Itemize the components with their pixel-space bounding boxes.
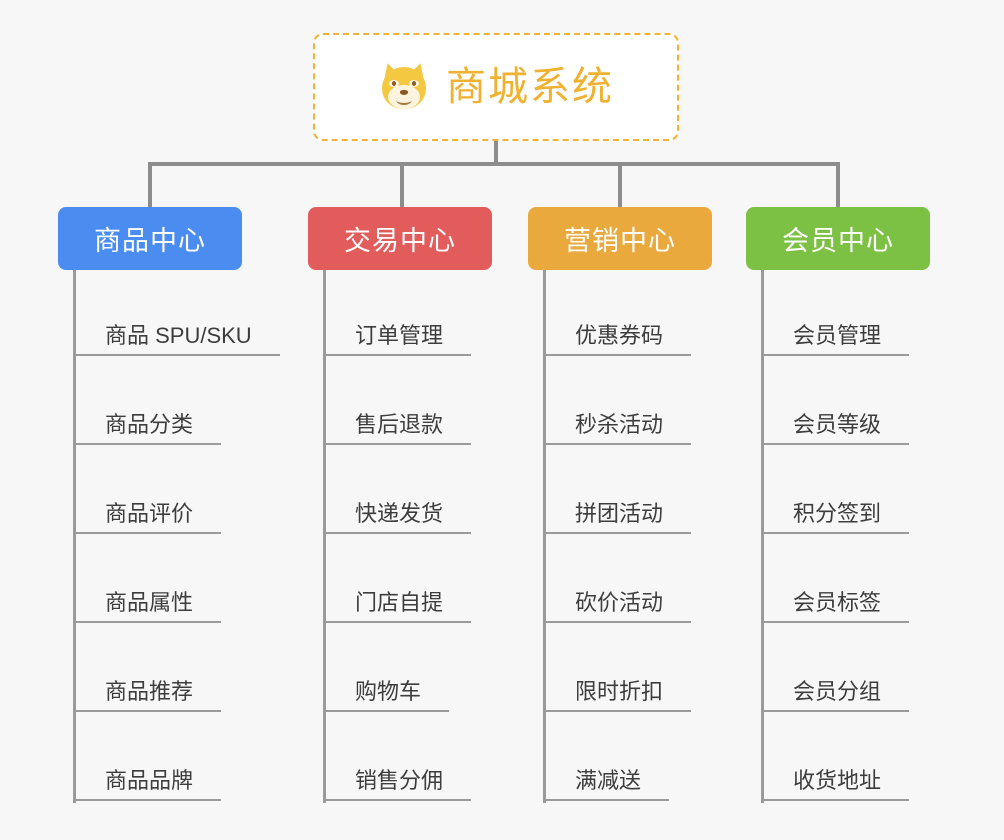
category-item-list: 订单管理售后退款快递发货门店自提购物车销售分佣 <box>308 270 492 804</box>
category-item-label: 商品属性 <box>73 585 222 623</box>
connector-horizontal-bus <box>150 162 840 166</box>
shiba-dog-icon <box>378 60 430 113</box>
branch-trunk-line <box>543 270 546 803</box>
category-item[interactable]: 秒杀活动 <box>528 359 712 448</box>
category-item[interactable]: 订单管理 <box>308 270 492 359</box>
category-item-label: 会员标签 <box>761 585 910 623</box>
category-item-label: 砍价活动 <box>543 585 692 623</box>
category-header-label: 会员中心 <box>782 226 894 256</box>
category-item-label: 商品 SPU/SKU <box>73 318 280 356</box>
category-column: 商品中心商品 SPU/SKU 商品分类商品评价商品属性商品推荐商品品牌 <box>58 207 280 804</box>
category-item[interactable]: 会员分组 <box>746 626 930 715</box>
category-item[interactable]: 商品推荐 <box>58 626 242 715</box>
category-item[interactable]: 售后退款 <box>308 359 492 448</box>
connector-drop-4 <box>836 162 840 209</box>
category-item-label: 积分签到 <box>761 496 910 534</box>
category-item-list: 会员管理会员等级积分签到会员标签会员分组收货地址 <box>746 270 930 804</box>
category-item[interactable]: 商品评价 <box>58 448 242 537</box>
connector-drop-2 <box>400 162 404 209</box>
category-item[interactable]: 优惠券码 <box>528 270 712 359</box>
category-column: 交易中心订单管理售后退款快递发货门店自提购物车销售分佣 <box>308 207 492 804</box>
category-item[interactable]: 会员等级 <box>746 359 930 448</box>
category-header-label: 商品中心 <box>94 226 206 256</box>
category-item-label: 收货地址 <box>761 763 910 801</box>
category-item[interactable]: 积分签到 <box>746 448 930 537</box>
category-header[interactable]: 商品中心 <box>58 207 242 270</box>
category-item-label: 秒杀活动 <box>543 407 692 445</box>
category-item-label: 售后退款 <box>323 407 472 445</box>
category-item[interactable]: 快递发货 <box>308 448 492 537</box>
category-item[interactable]: 购物车 <box>308 626 492 715</box>
connector-drop-1 <box>148 162 152 209</box>
category-item[interactable]: 商品分类 <box>58 359 242 448</box>
category-item[interactable]: 收货地址 <box>746 715 930 804</box>
category-item[interactable]: 会员标签 <box>746 537 930 626</box>
category-item-label: 门店自提 <box>323 585 472 623</box>
category-item-label: 满减送 <box>543 763 670 801</box>
category-item-label: 商品推荐 <box>73 674 222 712</box>
category-item[interactable]: 满减送 <box>528 715 712 804</box>
category-item-label: 拼团活动 <box>543 496 692 534</box>
category-item-label: 商品品牌 <box>73 763 222 801</box>
category-item-label: 销售分佣 <box>323 763 472 801</box>
category-item-label: 商品分类 <box>73 407 222 445</box>
category-header-label: 营销中心 <box>564 226 676 256</box>
category-item[interactable]: 门店自提 <box>308 537 492 626</box>
category-item-label: 会员分组 <box>761 674 910 712</box>
category-item-label: 商品评价 <box>73 496 222 534</box>
category-item-label: 订单管理 <box>323 318 472 356</box>
category-column: 会员中心会员管理会员等级积分签到会员标签会员分组收货地址 <box>746 207 930 804</box>
category-column: 营销中心优惠券码秒杀活动拼团活动砍价活动限时折扣满减送 <box>528 207 712 804</box>
category-item-label: 会员等级 <box>761 407 910 445</box>
category-item[interactable]: 商品品牌 <box>58 715 242 804</box>
category-item[interactable]: 限时折扣 <box>528 626 712 715</box>
category-item[interactable]: 会员管理 <box>746 270 930 359</box>
category-item[interactable]: 销售分佣 <box>308 715 492 804</box>
category-item-label: 快递发货 <box>323 496 472 534</box>
category-item[interactable]: 商品属性 <box>58 537 242 626</box>
root-node-title: 商城系统 <box>446 65 614 109</box>
category-item-list: 优惠券码秒杀活动拼团活动砍价活动限时折扣满减送 <box>528 270 712 804</box>
category-item[interactable]: 拼团活动 <box>528 448 712 537</box>
category-item-list: 商品 SPU/SKU 商品分类商品评价商品属性商品推荐商品品牌 <box>58 270 280 804</box>
category-item-label: 限时折扣 <box>543 674 692 712</box>
connector-drop-3 <box>618 162 622 209</box>
branch-trunk-line <box>73 270 76 803</box>
category-header[interactable]: 会员中心 <box>746 207 930 270</box>
category-header[interactable]: 营销中心 <box>528 207 712 270</box>
category-item-label: 优惠券码 <box>543 318 692 356</box>
category-header-label: 交易中心 <box>344 226 456 256</box>
category-item[interactable]: 商品 SPU/SKU <box>58 270 280 359</box>
category-header[interactable]: 交易中心 <box>308 207 492 270</box>
category-item[interactable]: 砍价活动 <box>528 537 712 626</box>
root-node-shop-system[interactable]: 商城系统 <box>313 33 679 141</box>
category-item-label: 购物车 <box>323 674 450 712</box>
category-item-label: 会员管理 <box>761 318 910 356</box>
branch-trunk-line <box>761 270 764 803</box>
branch-trunk-line <box>323 270 326 803</box>
connector-root-stem <box>494 141 498 164</box>
